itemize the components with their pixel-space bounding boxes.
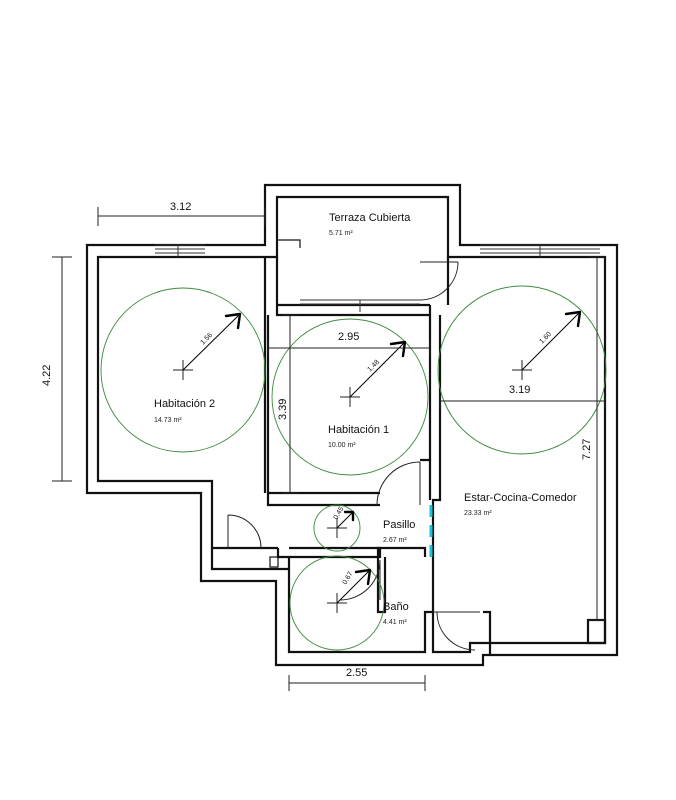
room-area-habitacion-1: 10.00 m² <box>328 442 356 449</box>
room-name-pasillo: Pasillo <box>383 519 415 531</box>
dim-hab1-depth: 3.39 <box>277 399 289 420</box>
radius-living: 1.60 <box>538 331 553 346</box>
dim-hab2-depth: 4.22 <box>41 365 53 386</box>
dimension-lines <box>52 207 606 691</box>
room-name-terraza: Terraza Cubierta <box>329 212 411 224</box>
dim-bath-width: 2.55 <box>346 667 367 679</box>
dim-living-depth: 7.27 <box>581 439 593 460</box>
doors <box>227 261 480 651</box>
dim-hab2-width: 3.12 <box>170 201 191 213</box>
radius-bath: 0.67 <box>342 571 355 586</box>
room-area-bano: 4.41 m² <box>383 619 407 626</box>
room-area-terraza: 5.71 m² <box>329 230 353 237</box>
room-name-estar-cocina-comedor: Estar-Cocina-Comedor <box>464 492 577 504</box>
room-name-habitacion-2: Habitación 2 <box>154 398 215 410</box>
radius-hab2: 1.56 <box>199 332 214 347</box>
room-name-bano: Baño <box>383 601 409 613</box>
dim-hab1-width: 2.95 <box>338 331 359 343</box>
turning-circles <box>100 285 607 651</box>
room-area-estar-cocina-comedor: 23.33 m² <box>464 510 492 517</box>
radius-pasillo: 0.45 <box>333 506 346 521</box>
radius-hab1: 1.48 <box>366 359 381 374</box>
radius-arrows <box>182 310 582 604</box>
room-name-habitacion-1: Habitación 1 <box>328 424 389 436</box>
dim-living-width: 3.19 <box>509 384 530 396</box>
room-area-pasillo: 2.67 m² <box>383 537 407 544</box>
room-area-habitacion-2: 14.73 m² <box>154 417 182 424</box>
windows <box>155 244 600 312</box>
